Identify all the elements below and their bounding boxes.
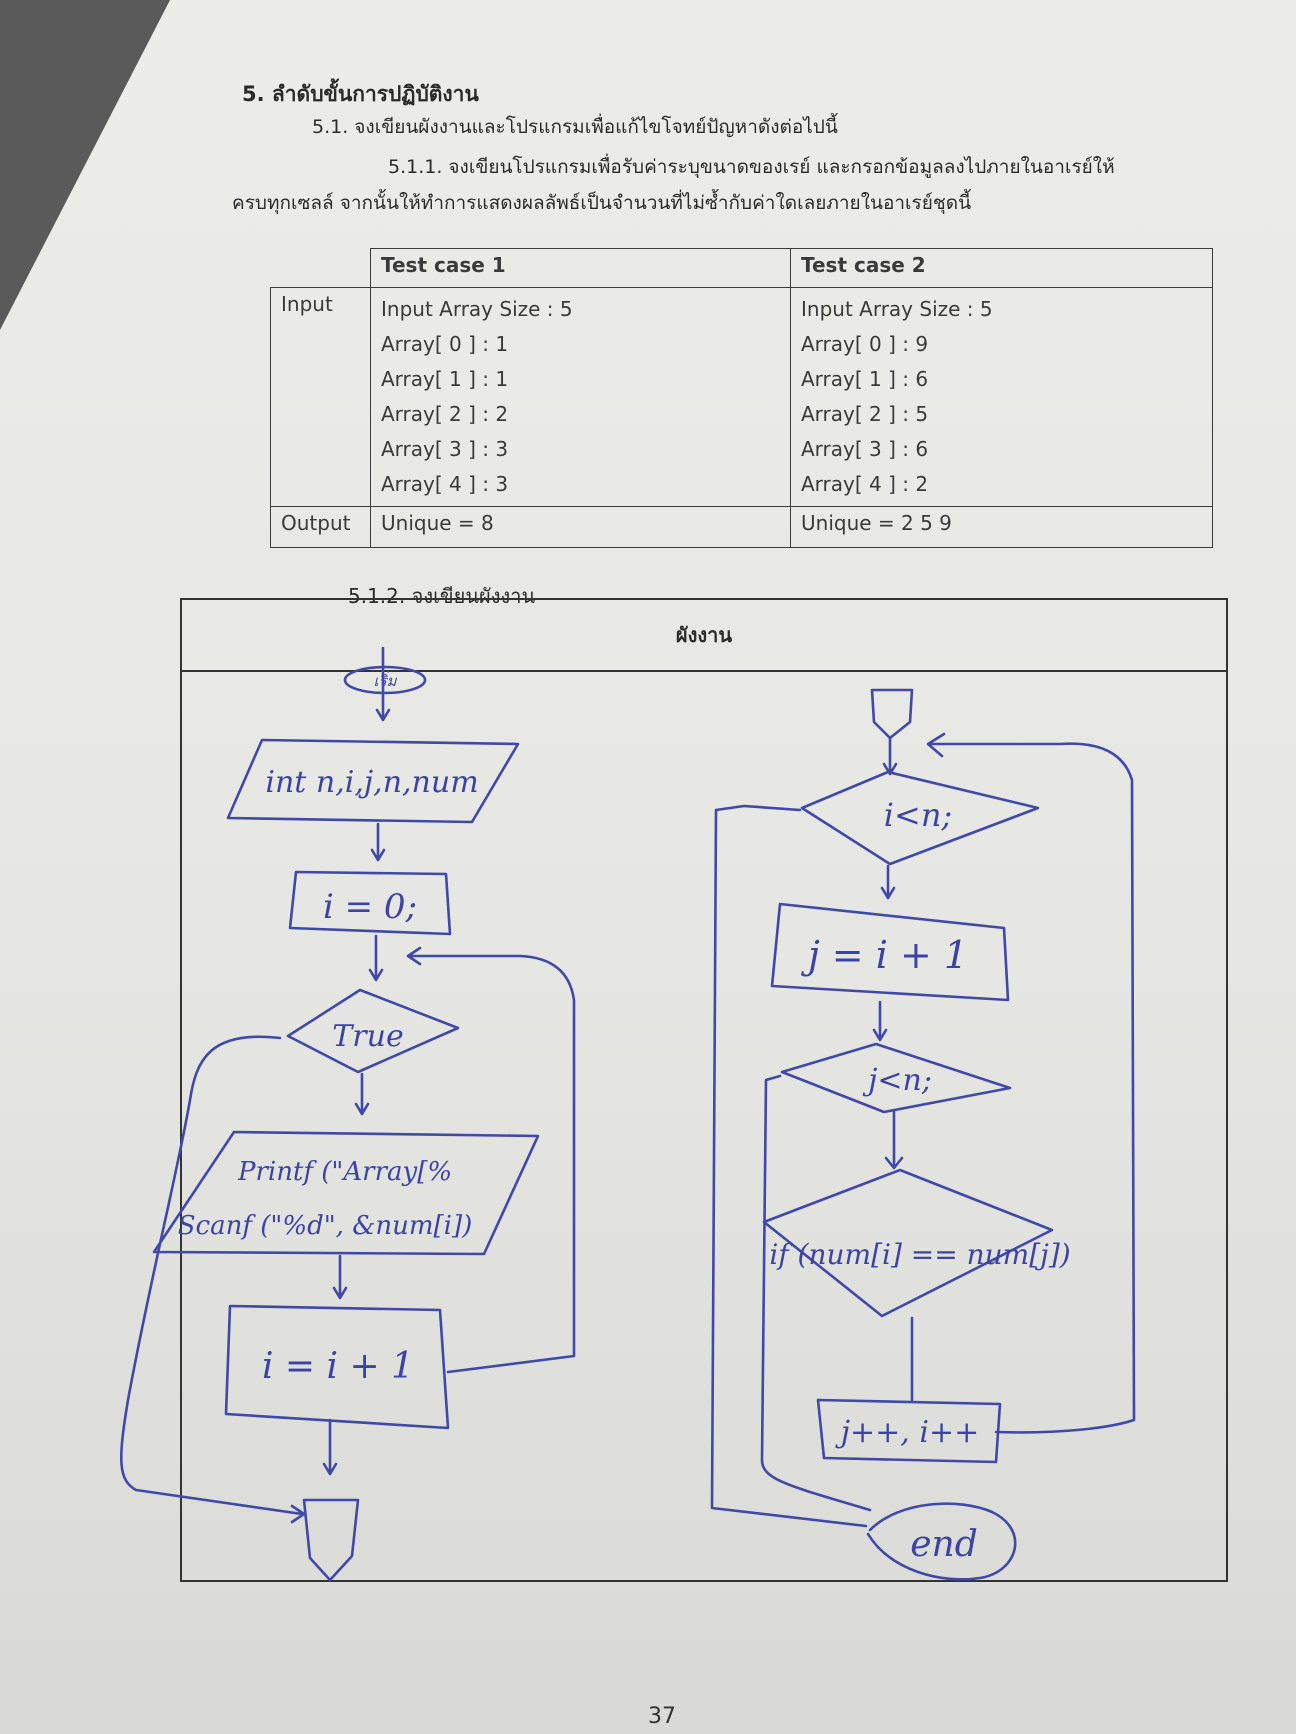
flow-arrow bbox=[880, 864, 896, 900]
increment-process-box bbox=[224, 1304, 450, 1430]
list-item: Array[ 0 ] : 1 bbox=[381, 332, 509, 356]
test-case-1-header: Test case 1 bbox=[370, 248, 791, 288]
page-number: 37 bbox=[648, 1704, 676, 1729]
list-item: Array[ 1 ] : 6 bbox=[801, 367, 929, 391]
list-item: Input Array Size : 5 bbox=[801, 297, 993, 321]
output-row-label: Output bbox=[270, 506, 371, 548]
start-label: เริ่ม bbox=[373, 670, 397, 690]
test-case-2-input-cell: Input Array Size : 5 Array[ 0 ] : 9 Arra… bbox=[790, 287, 1213, 507]
flowchart-box: ผังงาน bbox=[180, 598, 1228, 1582]
offpage-connector-left bbox=[302, 1498, 360, 1582]
table-row: Output Unique = 8 Unique = 2 5 9 bbox=[270, 506, 1213, 548]
flow-arrow bbox=[322, 1418, 338, 1476]
inner-loop-diamond bbox=[780, 1042, 1012, 1114]
test-case-1-input-cell: Input Array Size : 5 Array[ 0 ] : 1 Arra… bbox=[370, 287, 791, 507]
increment-label: i = i + 1 bbox=[262, 1346, 414, 1387]
list-item: Array[ 2 ] : 2 bbox=[381, 402, 509, 426]
flow-arrow bbox=[370, 822, 386, 862]
increment-right-label: j++, i++ bbox=[835, 1415, 980, 1450]
list-item: Array[ 3 ] : 3 bbox=[381, 437, 509, 461]
table-row: Input Input Array Size : 5 Array[ 0 ] : … bbox=[270, 287, 1213, 507]
start-terminal bbox=[343, 665, 427, 695]
flow-arrow bbox=[884, 1110, 904, 1170]
declare-label: int n,i,j,n,num bbox=[265, 765, 478, 800]
flowchart-box-header: ผังงาน bbox=[182, 600, 1226, 672]
task-description-line-2: ครบทุกเซลล์ จากนั้นให้ทำการแสดงผลลัพธ์เป… bbox=[232, 192, 972, 214]
cond-j-label: j<n; bbox=[862, 1063, 932, 1098]
init-label: i = 0; bbox=[323, 887, 417, 927]
list-item: Array[ 1 ] : 1 bbox=[381, 367, 509, 391]
test-case-1-output: Unique = 8 bbox=[370, 506, 791, 548]
condition-label: True bbox=[332, 1019, 403, 1054]
scanf-label: Scanf ("%d", &num[i]) bbox=[178, 1211, 472, 1241]
list-item: Array[ 2 ] : 5 bbox=[801, 402, 929, 426]
init-process-box bbox=[288, 870, 452, 936]
flow-arrow bbox=[375, 646, 391, 722]
list-item: Array[ 4 ] : 2 bbox=[801, 472, 929, 496]
list-item: Array[ 0 ] : 9 bbox=[801, 332, 929, 356]
test-case-2-output: Unique = 2 5 9 bbox=[790, 506, 1213, 548]
flow-arrow bbox=[872, 1000, 888, 1042]
flow-arrow bbox=[882, 736, 898, 776]
outer-exit-arrow bbox=[710, 804, 868, 1528]
assign-j-process-box bbox=[770, 902, 1010, 1002]
offpage-connector-right bbox=[870, 688, 914, 740]
section-heading: 5. ลำดับขั้นการปฏิบัติงาน bbox=[242, 82, 479, 106]
list-item: Array[ 4 ] : 3 bbox=[381, 472, 509, 496]
loop-condition-diamond bbox=[286, 988, 460, 1074]
end-label: end bbox=[910, 1524, 978, 1565]
outer-loop-diamond bbox=[800, 770, 1040, 866]
end-terminal bbox=[866, 1502, 1017, 1581]
declare-io-shape bbox=[226, 738, 520, 824]
increment-box-right bbox=[816, 1398, 1002, 1464]
test-case-table: Test case 1 Test case 2 Input Input Arra… bbox=[270, 248, 1213, 548]
false-exit-arrow bbox=[120, 1035, 306, 1524]
flowchart-task-heading: 5.1.2. จงเขียนผังงาน bbox=[348, 584, 536, 608]
loop-back-arrow-right bbox=[926, 732, 1136, 1434]
flow-arrow bbox=[354, 1072, 370, 1116]
loop-back-arrow bbox=[406, 946, 576, 1374]
input-output-shape bbox=[152, 1130, 540, 1256]
cond-i-label: i<n; bbox=[884, 796, 952, 834]
list-item: Input Array Size : 5 bbox=[381, 297, 573, 321]
input-row-label: Input bbox=[270, 287, 371, 507]
list-item: Array[ 3 ] : 6 bbox=[801, 437, 929, 461]
subsection-heading: 5.1. จงเขียนผังงานและโปรแกรมเพื่อแก้ไขโจ… bbox=[312, 116, 838, 138]
inner-exit-arrow bbox=[760, 1074, 872, 1512]
if-decision-diamond bbox=[762, 1168, 1054, 1318]
flow-arrow bbox=[332, 1254, 348, 1300]
page-fold-shadow bbox=[0, 0, 170, 330]
printf-label: Printf ("Array[% bbox=[237, 1157, 452, 1187]
task-description-line-1: 5.1.1. จงเขียนโปรแกรมเพื่อรับค่าระบุขนาด… bbox=[388, 156, 1115, 178]
if-condition-label: if (num[i] == num[j]) bbox=[769, 1238, 1070, 1271]
assign-j-label: j = i + 1 bbox=[801, 933, 968, 977]
flow-arrow bbox=[368, 934, 384, 982]
